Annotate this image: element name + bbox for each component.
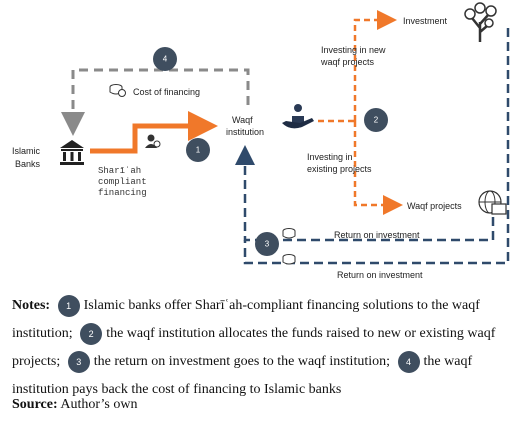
investment-label: Investment [403,16,448,26]
return-outer-loop [243,28,510,265]
shariah-financing-line1: Sharīʿah [98,166,141,176]
notes-text-3: the return on investment goes to the waq… [93,354,391,369]
svg-text:1: 1 [196,146,201,155]
investing-existing-line1: Investing in [307,152,353,162]
notes-text-1: Islamic banks offer Sharīʿah-compliant f… [12,298,480,341]
source-line: Source: Author’s own [12,397,138,413]
notes-badge-1: 1 [57,294,80,317]
investing-new-line1: Investing in new [321,45,386,55]
new-projects-arrow [353,10,397,121]
badge-3: 3 [255,232,279,256]
waqf-institution-line1: Waqf [232,115,253,125]
coins-icon [109,84,126,97]
source-label: Source: [12,397,58,412]
svg-text:3: 3 [265,240,270,249]
notes-label: Notes: [12,298,51,313]
islamic-banks-label-line2: Banks [15,159,41,169]
notes-badge-2: 2 [80,322,103,345]
islamic-banks-label-line1: Islamic [12,146,41,156]
badge-2: 2 [364,108,388,132]
return-inner-loop [235,145,495,242]
hand-money-icon [282,104,314,129]
waqf-financing-diagram: 1 2 3 4 Islamic Banks Sharīʿah compliant… [12,2,510,280]
notes-badge-3: 3 [67,350,90,373]
cost-of-financing-arrow [61,68,250,136]
svg-text:4: 4 [163,55,168,64]
return-coins-icon-1 [282,228,296,239]
investing-existing-line2: existing projects [307,164,372,174]
notes-text-4: the waqf institution pays back the cost … [12,354,473,397]
financier-icon [145,134,161,148]
globe-building-icon [478,190,507,215]
return-inner-label: Return on investment [334,230,420,240]
financing-arrow [90,111,218,154]
return-outer-label: Return on investment [337,270,423,280]
badge-4: 4 [153,47,177,71]
waqf-institution-line2: institution [226,127,264,137]
shariah-financing-line3: financing [98,188,147,198]
waqf-projects-label: Waqf projects [407,201,462,211]
notes-text-2: the waqf institution allocates the funds… [12,326,496,369]
cost-of-financing-label: Cost of financing [133,87,200,97]
notes-badge-4: 4 [397,350,420,373]
source-text: Author’s own [60,397,138,412]
svg-text:2: 2 [374,116,379,125]
investing-new-line2: waqf projects [320,57,375,67]
bank-icon [60,140,84,165]
badge-1: 1 [186,138,210,162]
return-coins-icon-2 [282,254,296,265]
shariah-financing-line2: compliant [98,177,147,187]
existing-projects-arrow [353,121,403,215]
money-tree-icon [464,2,497,42]
